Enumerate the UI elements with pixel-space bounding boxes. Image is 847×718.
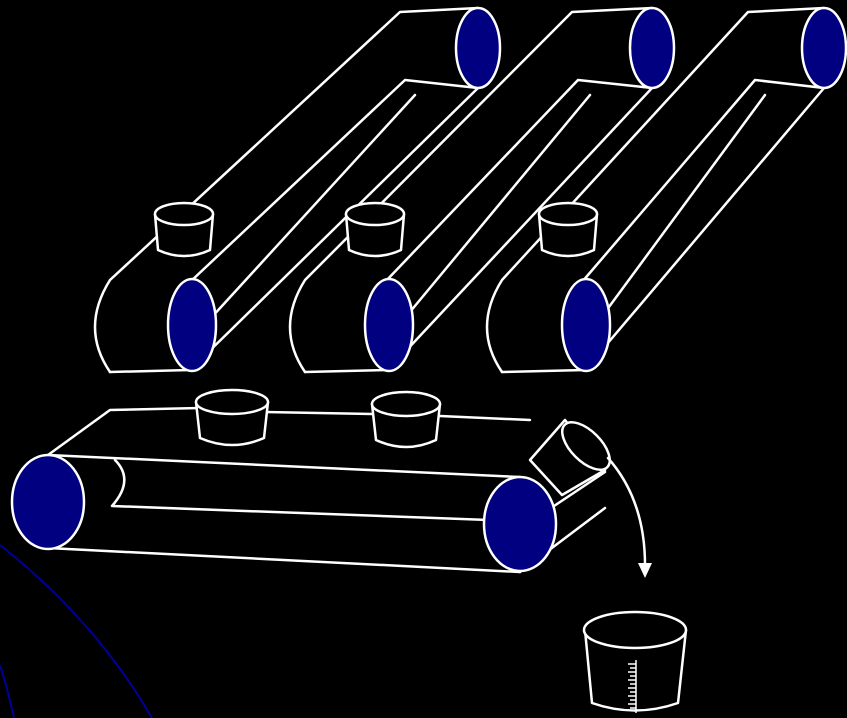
pour-arrow <box>606 456 652 578</box>
cup-lower-2 <box>370 390 442 449</box>
cup-upper-1 <box>153 201 215 258</box>
arrow-head-icon <box>638 563 652 578</box>
decorative-arc <box>0 544 153 718</box>
roller <box>166 277 218 373</box>
roller <box>482 475 558 573</box>
roller <box>628 6 676 90</box>
roller <box>363 277 415 373</box>
roller <box>10 453 86 551</box>
measuring-beaker <box>582 610 688 713</box>
upper-conveyor-3 <box>485 6 847 374</box>
upper-conveyor-1 <box>93 6 502 374</box>
upper-conveyor-2 <box>288 6 676 374</box>
scale-markings <box>628 660 637 713</box>
cup-upper-2 <box>344 201 406 258</box>
cup-lower-1 <box>194 388 270 447</box>
cup-upper-3 <box>537 201 599 258</box>
decorative-arc-2 <box>0 664 15 718</box>
roller <box>454 6 502 90</box>
roller <box>800 6 847 90</box>
cup-tipping <box>528 418 611 497</box>
lower-conveyor <box>10 406 608 574</box>
roller <box>560 277 612 373</box>
